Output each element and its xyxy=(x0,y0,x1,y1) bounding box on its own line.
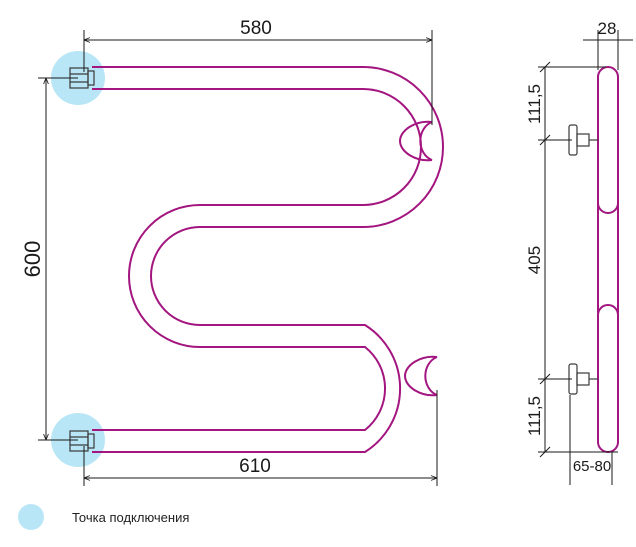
dimension-wall-distance: 65-80 xyxy=(564,395,618,485)
legend-label: Точка подключения xyxy=(72,509,190,525)
bracket-lug-bottom-back xyxy=(403,355,438,397)
connection-point-icon xyxy=(18,504,44,530)
wall-bracket-top xyxy=(568,124,598,156)
bracket-lug-bottom xyxy=(424,356,438,396)
wall-distance-label: 65-80 xyxy=(573,458,611,475)
bracket-spacing-label: 405 xyxy=(525,246,544,274)
dimension-width-bottom: 610 xyxy=(83,390,438,486)
dimension-vertical-chain: 111,5 405 111,5 xyxy=(525,61,606,458)
pipe-inner-contour xyxy=(92,88,422,431)
wall-bracket-bottom xyxy=(568,363,598,395)
side-pipe-top xyxy=(597,66,619,214)
bracket-lug-top xyxy=(419,121,433,161)
width-bottom-label: 610 xyxy=(239,456,271,477)
dimension-height: 600 xyxy=(20,77,78,441)
side-view: 28 111,5 405 111,5 65-80 xyxy=(525,19,633,485)
width-top-label: 580 xyxy=(240,18,272,39)
dimension-depth: 28 xyxy=(583,19,633,70)
legend: Точка подключения xyxy=(18,503,189,531)
dimension-width-top: 580 xyxy=(83,18,433,125)
height-label: 600 xyxy=(20,241,45,278)
pipe-fitting-icon xyxy=(69,430,95,452)
bracket-lug-top-back xyxy=(398,120,433,162)
side-pipe-bottom xyxy=(597,304,619,453)
bottom-offset-label: 111,5 xyxy=(525,396,544,436)
front-view: 580 610 600 xyxy=(20,18,444,486)
top-offset-label: 111,5 xyxy=(525,84,544,124)
depth-label: 28 xyxy=(598,19,617,38)
pipe-outer-contour xyxy=(92,66,444,453)
